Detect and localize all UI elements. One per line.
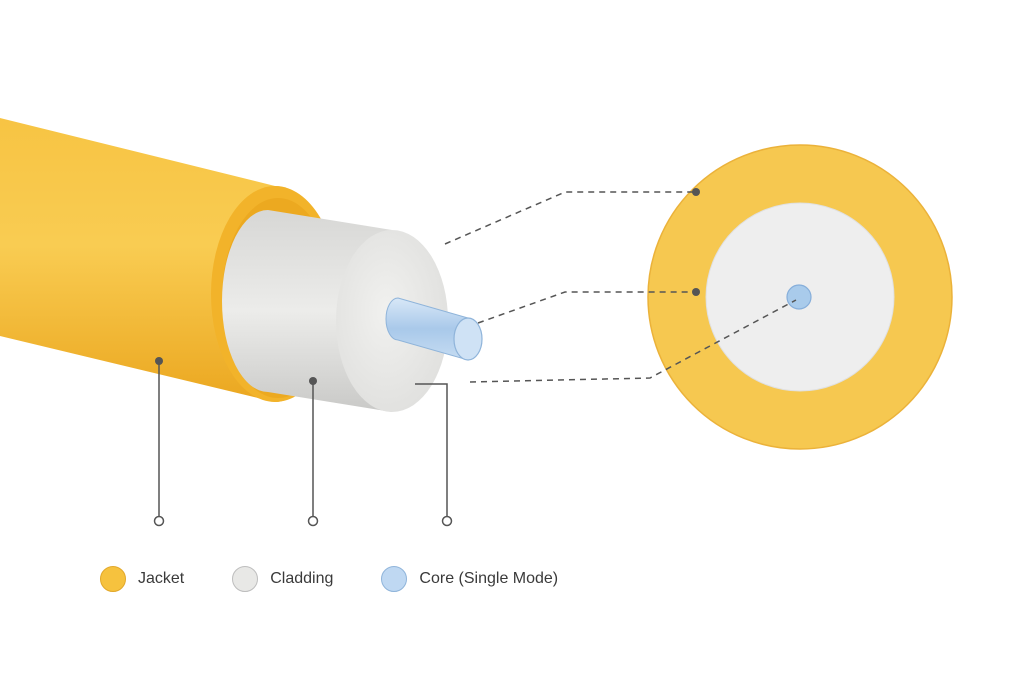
legend-label-jacket: Jacket [138, 570, 185, 587]
legend-item-jacket: Jacket [100, 566, 184, 592]
legend-item-core: Core (Single Mode) [381, 566, 558, 592]
legend-swatch-core [381, 566, 408, 592]
cladding-pin-end [307, 515, 319, 527]
legend-label-cladding: Cladding [270, 570, 334, 587]
legend-swatch-cladding [232, 566, 259, 592]
cross-section [647, 144, 953, 450]
cladding-leader-line [477, 291, 696, 324]
legend-item-cladding: Cladding [232, 566, 333, 592]
core-leader-line [469, 299, 797, 383]
core-pin-end [441, 515, 453, 527]
callout-pins [153, 362, 453, 527]
leader-lines [444, 191, 797, 383]
jacket-leader-line [444, 191, 696, 245]
jacket-pin-end [153, 515, 165, 527]
legend: Jacket Cladding Core (Single Mode) [100, 564, 606, 594]
core-pin-line [415, 383, 448, 517]
legend-swatch-jacket [100, 566, 126, 592]
core-rod [385, 297, 483, 361]
legend-label-core: Core (Single Mode) [419, 570, 559, 587]
cladding-pin-dot [309, 377, 317, 385]
cladding-leader-dot [692, 288, 700, 296]
jacket-pin-dot [155, 357, 163, 365]
jacket-leader-dot [692, 188, 700, 196]
